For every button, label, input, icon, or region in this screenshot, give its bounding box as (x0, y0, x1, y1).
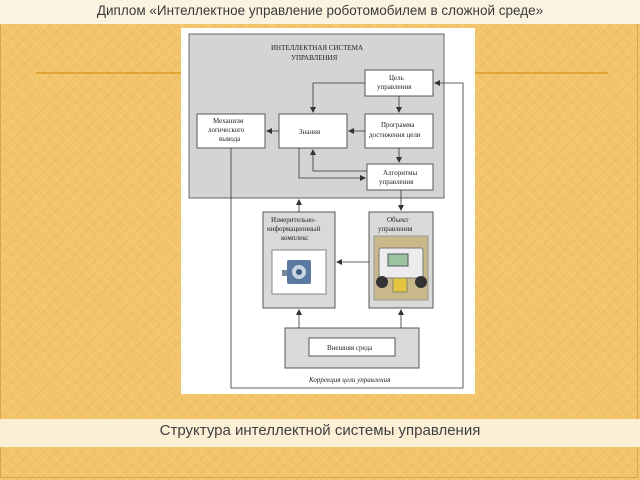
system-title-line1: ИНТЕЛЛЕКТНАЯ СИСТЕМА (271, 44, 363, 52)
inference-box (196, 113, 266, 149)
robot-image (373, 235, 429, 301)
environment-box (308, 337, 396, 357)
inference-label-line2: логического (208, 126, 245, 134)
inference-label-line1: Механизм (213, 117, 244, 125)
knowledge-label: Знания (299, 128, 321, 136)
program-label-line2: достижения цели (369, 131, 421, 139)
system-title-line2: УПРАВЛЕНИЯ (291, 54, 338, 62)
goal-label-line2: управления (377, 83, 412, 91)
knowledge-box (278, 113, 348, 149)
object-label-line1: Объект (387, 216, 409, 224)
structure-diagram: ИНТЕЛЛЕКТНАЯ СИСТЕМА УПРАВЛЕНИЯ Цель упр… (188, 33, 464, 389)
measuring-label-line2: информационный (267, 225, 321, 233)
environment-label: Внешняя среда (327, 344, 373, 352)
measuring-label-line1: Измерительно- (271, 216, 317, 224)
inference-label-line3: вывода (219, 135, 241, 143)
slide-caption: Структура интеллектной системы управлени… (159, 422, 481, 439)
measuring-label-line3: комплекс (281, 234, 309, 242)
algorithms-label-line2: управления (379, 178, 414, 186)
algorithms-box (366, 163, 434, 191)
slide-frame (0, 24, 638, 478)
slide-title: Диплом «Интеллектное управление роботомо… (96, 3, 544, 18)
connector-arrows (230, 80, 464, 389)
diagram-panel: ИНТЕЛЛЕКТНАЯ СИСТЕМА УПРАВЛЕНИЯ Цель упр… (181, 28, 475, 394)
object-label-line2: управления (378, 225, 413, 233)
goal-label-line1: Цель (389, 74, 404, 82)
title-band (0, 0, 640, 24)
correction-label: Коррекция цели управления (308, 376, 390, 384)
sensor-image (271, 249, 327, 295)
algorithms-label-line1: Алгоритмы (383, 169, 417, 177)
program-label-line1: Программа (381, 121, 415, 129)
caption-band (0, 419, 640, 447)
